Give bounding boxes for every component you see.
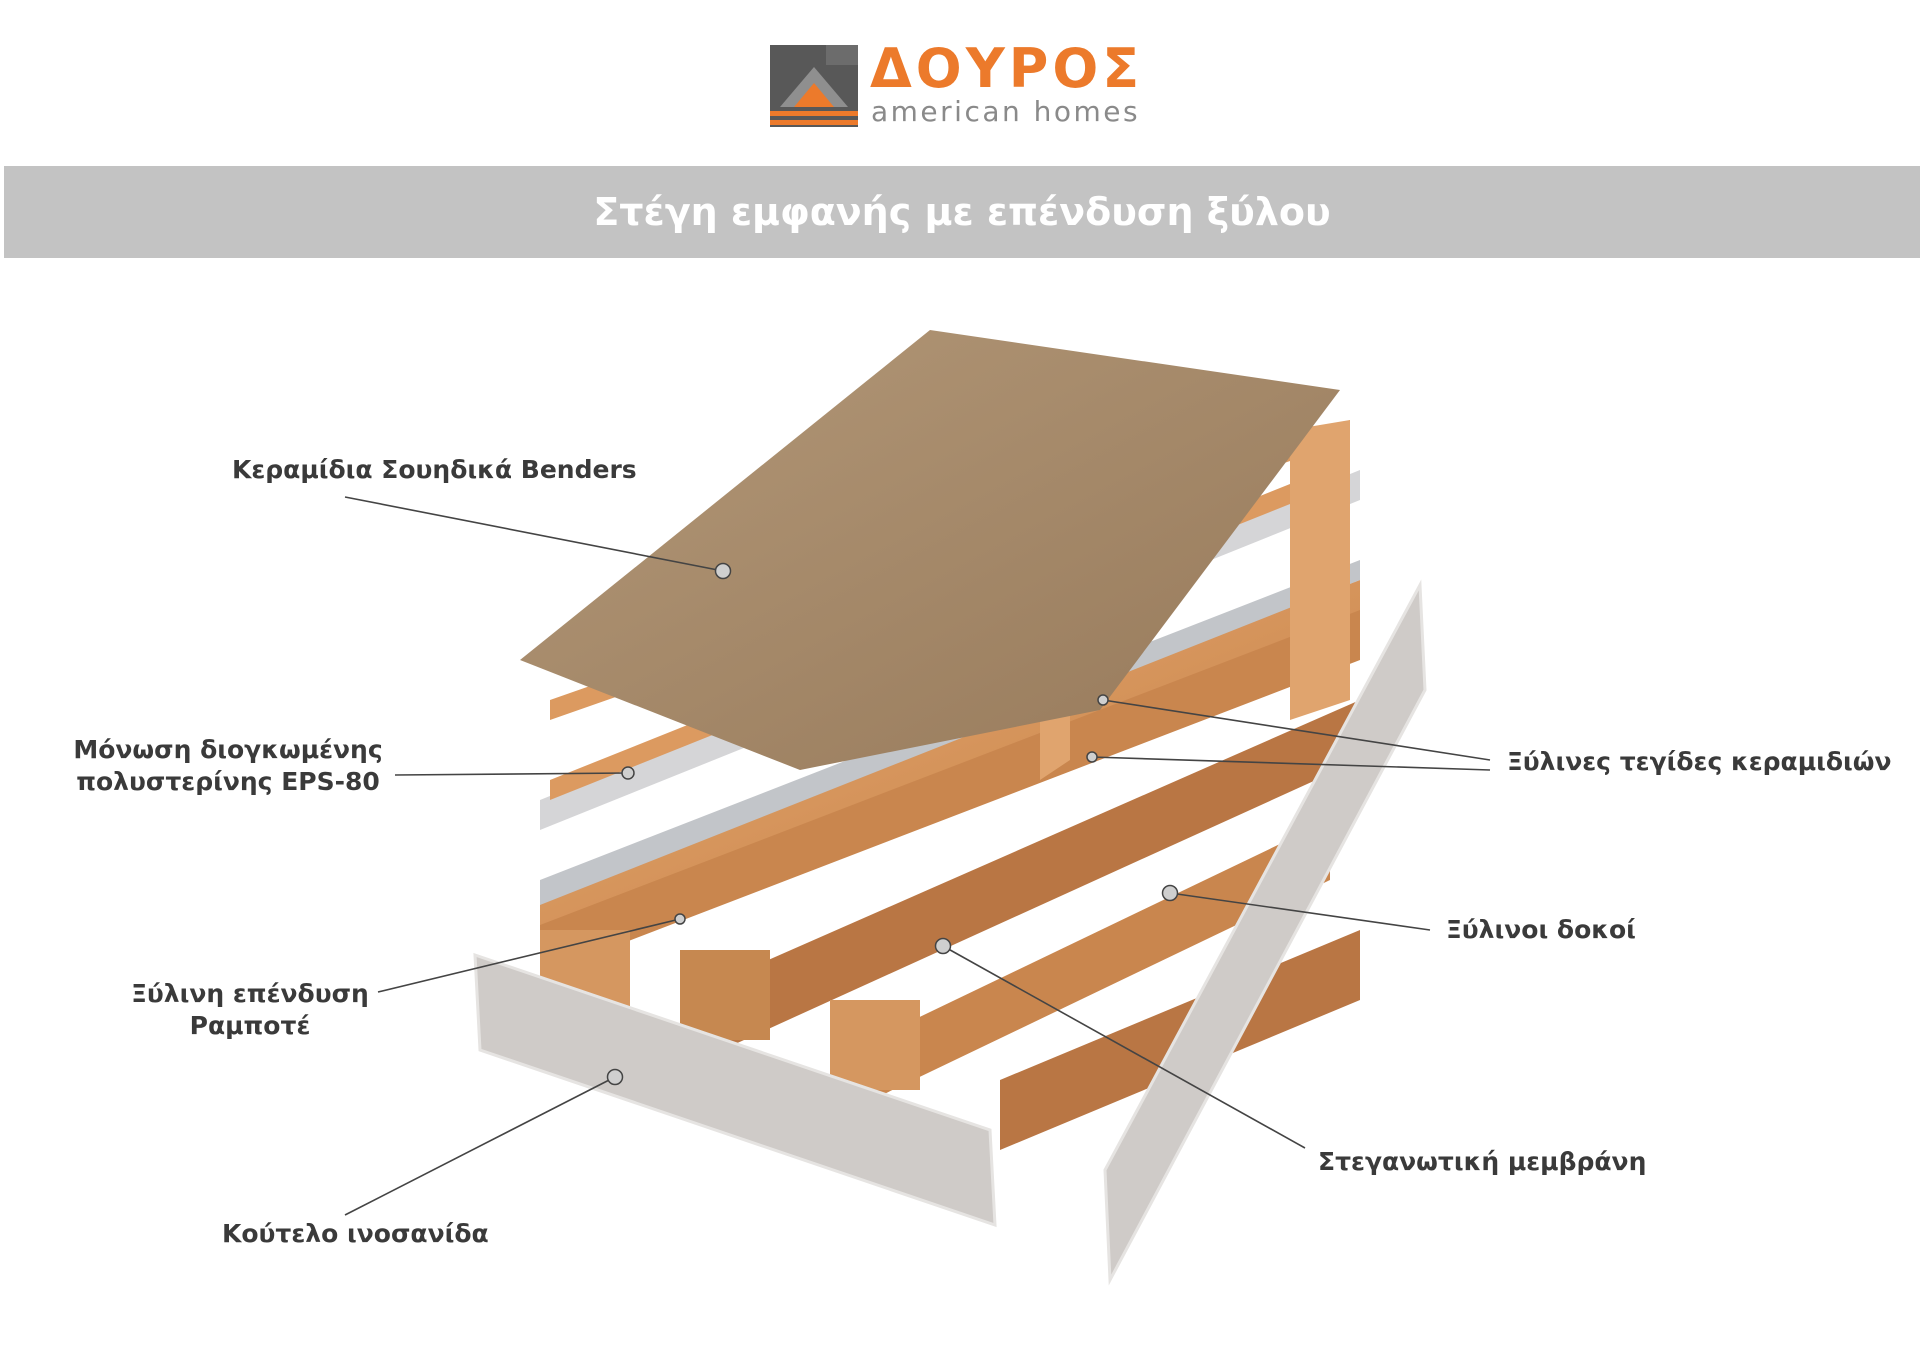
roof-layers-diagram — [344, 330, 1491, 1286]
label-beams: Ξύλινοι δοκοί — [1446, 915, 1636, 944]
label-cladding-line2: Ραμποτέ — [189, 1011, 311, 1040]
marker-dot-insulation — [621, 766, 635, 780]
label-cladding: Ξύλινη επένδυση Ραμποτέ — [110, 978, 390, 1042]
label-membrane: Στεγανωτική μεμβράνη — [1318, 1147, 1647, 1176]
roof-tiles-layer — [520, 330, 1340, 770]
label-insulation: Μόνωση διογκωμένης πολυστερίνης EPS-80 — [62, 734, 394, 798]
side-board-right — [1103, 579, 1427, 1286]
label-tiles: Κεραμίδια Σουηδικά Benders — [232, 455, 637, 484]
brand-tagline: american homes — [871, 95, 1141, 128]
marker-dot-batten-1 — [1097, 694, 1109, 706]
marker-dot-tiles — [714, 562, 732, 580]
marker-dot-cladding — [674, 913, 686, 925]
label-insulation-line2: πολυστερίνης EPS-80 — [76, 767, 380, 796]
label-cladding-line1: Ξύλινη επένδυση — [131, 979, 369, 1008]
title-banner: Στέγη εμφανής με επένδυση ξύλου — [4, 166, 1920, 258]
label-osb: Κούτελο ινοσανίδα — [222, 1219, 489, 1248]
page-title: Στέγη εμφανής με επένδυση ξύλου — [593, 190, 1331, 234]
marker-dot-membrane — [934, 937, 952, 955]
marker-dot-batten-2 — [1086, 751, 1098, 763]
label-insulation-line1: Μόνωση διογκωμένης — [73, 735, 383, 764]
marker-dot-beams — [1161, 884, 1179, 902]
wood-cladding-layer — [540, 580, 1360, 925]
label-battens: Ξύλινες τεγίδες κεραμιδιών — [1507, 747, 1892, 776]
side-board-left — [473, 952, 997, 1228]
brand-name: ΔΟΥΡΟΣ — [870, 37, 1144, 100]
brand-logo: ΔΟΥΡΟΣ american homes — [770, 39, 1150, 135]
marker-dot-osb — [606, 1068, 624, 1086]
house-logo-icon — [770, 45, 858, 127]
